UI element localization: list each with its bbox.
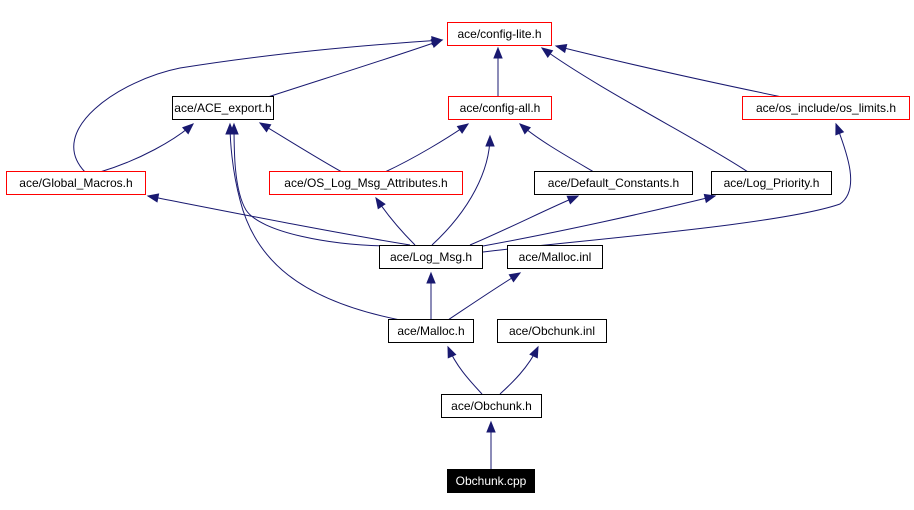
edge-malloc-h-to-malloc-inl (447, 272, 522, 321)
node-log-msg[interactable]: ace/Log_Msg.h (379, 245, 483, 269)
edge-ace-export-to-config-lite (267, 39, 444, 98)
edge-arrowhead (835, 122, 845, 136)
edge-os-log-msg-attr-to-config-all (384, 123, 470, 173)
node-os-log-msg-attributes[interactable]: ace/OS_Log_Msg_Attributes.h (269, 171, 463, 195)
edge-arrowhead (485, 134, 495, 147)
edge-line (482, 123, 852, 253)
node-ace-export[interactable]: ace/ACE_export.h (172, 96, 274, 120)
edge-log-msg-to-log-priority (482, 193, 717, 247)
edge-obchunk-h-to-malloc-h (447, 345, 483, 395)
edge-line (431, 135, 491, 246)
edge-line (73, 39, 443, 173)
edge-log-msg-to-global-macros (146, 193, 411, 246)
edge-line (147, 195, 411, 246)
node-obchunk-cpp[interactable]: Obchunk.cpp (447, 469, 535, 493)
edge-global-macros-to-config-lite (73, 35, 444, 173)
edge-malloc-h-to-log-msg (426, 271, 436, 320)
edge-line (447, 272, 521, 321)
edge-malloc-h-to-ace-export (225, 122, 401, 321)
edge-arrowhead (426, 271, 436, 284)
edge-line (259, 122, 343, 173)
edge-global-macros-to-ace-export (99, 123, 195, 173)
edge-arrowhead (493, 46, 503, 59)
edge-log-msg-to-default-constants (469, 195, 580, 246)
edge-obchunk-h-to-obchunk-inl (499, 345, 539, 395)
edge-line (482, 195, 716, 247)
node-default-constants[interactable]: ace/Default_Constants.h (534, 171, 693, 195)
edge-line (469, 195, 579, 246)
edge-line (384, 123, 469, 173)
node-log-priority[interactable]: ace/Log_Priority.h (711, 171, 832, 195)
edge-arrowhead (486, 420, 496, 433)
edge-arrowhead (225, 122, 235, 135)
node-config-lite[interactable]: ace/config-lite.h (447, 22, 552, 46)
edge-arrowhead (375, 196, 386, 210)
node-obchunk-h[interactable]: ace/Obchunk.h (441, 394, 542, 418)
edge-log-priority-to-config-lite (540, 47, 749, 173)
edge-arrowhead (540, 47, 554, 58)
edge-arrowhead (456, 123, 470, 134)
edge-arrowhead (447, 345, 457, 359)
edge-arrowhead (529, 345, 539, 359)
node-config-all[interactable]: ace/config-all.h (448, 96, 552, 120)
node-global-macros[interactable]: ace/Global_Macros.h (6, 171, 146, 195)
edge-arrowhead (703, 193, 717, 204)
node-obchunk-inl[interactable]: ace/Obchunk.inl (497, 319, 607, 343)
edge-arrowhead (508, 272, 522, 283)
edge-line (229, 123, 401, 321)
node-malloc-inl[interactable]: ace/Malloc.inl (507, 245, 603, 269)
edge-arrowhead (566, 195, 580, 205)
edge-arrowhead (518, 123, 531, 135)
edge-line (541, 47, 749, 173)
edge-arrowhead (182, 123, 195, 135)
node-malloc-h[interactable]: ace/Malloc.h (388, 319, 474, 343)
edge-log-msg-to-config-all (431, 134, 495, 246)
edge-config-all-to-config-lite (493, 46, 503, 97)
node-os-limits[interactable]: ace/os_include/os_limits.h (742, 96, 910, 120)
edge-line (267, 39, 443, 98)
edge-line (555, 45, 783, 98)
edge-arrowhead (146, 193, 160, 203)
edge-obchunk-cpp-to-obchunk-h (486, 420, 496, 469)
edge-arrowhead (554, 43, 568, 54)
edge-line (233, 123, 395, 247)
edge-log-msg-to-os-limits (482, 122, 852, 253)
edge-arrowhead (258, 122, 272, 133)
edge-log-msg-to-os-log-msg-attr (375, 196, 416, 246)
edge-default-constants-to-config-all (518, 123, 595, 173)
edge-line (519, 123, 595, 173)
edge-os-limits-to-config-lite (554, 43, 783, 98)
edge-os-log-msg-attr-to-ace-export (258, 122, 343, 173)
edge-arrowhead (431, 35, 444, 46)
edge-line (99, 123, 194, 173)
